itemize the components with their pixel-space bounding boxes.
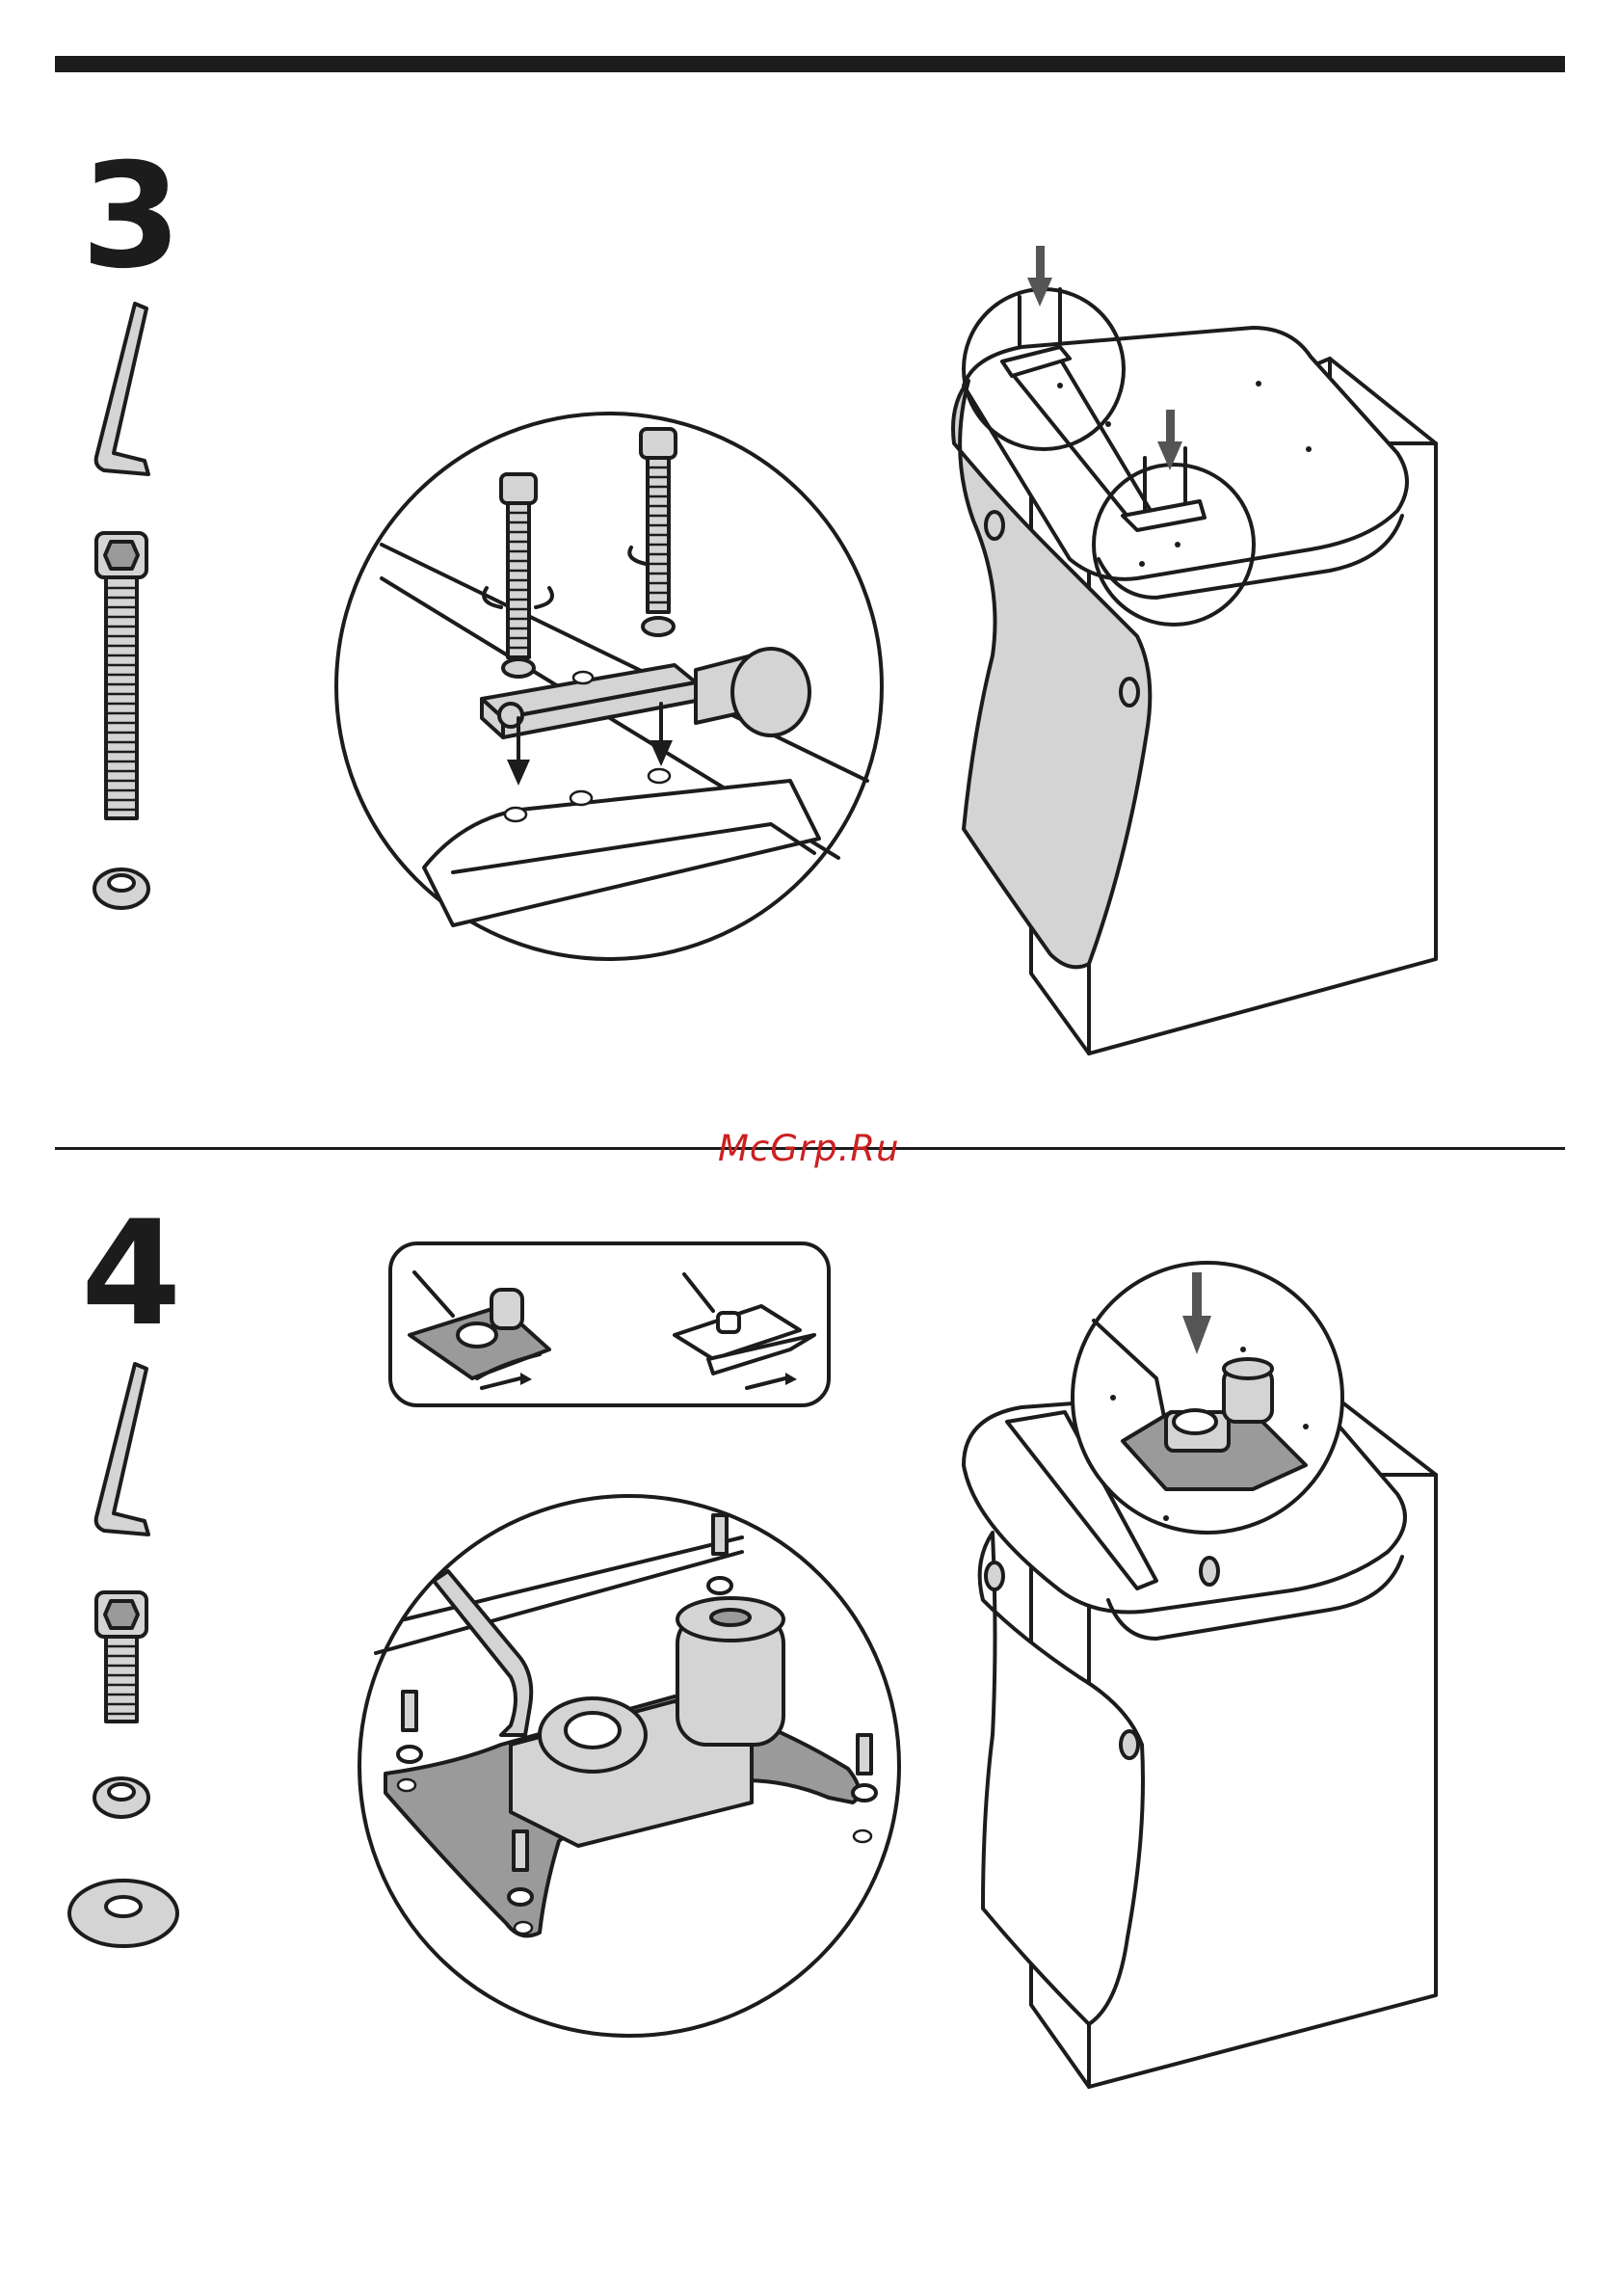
step3-zoom-detail <box>336 414 882 959</box>
step3-parts-column <box>94 304 148 908</box>
orientation-box <box>390 1243 829 1405</box>
short-bolt-icon <box>96 1592 146 1722</box>
allen-key-icon <box>96 304 148 474</box>
step4-chair-overview <box>964 1263 1436 2087</box>
spring-washer-icon <box>94 869 148 908</box>
spring-washer-icon-2 <box>94 1778 148 1817</box>
allen-key-icon-2 <box>96 1364 148 1535</box>
long-bolt-icon <box>96 533 146 818</box>
flat-washer-icon <box>69 1881 177 1946</box>
step3-chair-overview <box>953 246 1436 1054</box>
step4-parts-column <box>69 1364 177 1946</box>
step4-zoom-detail <box>359 1496 899 2036</box>
